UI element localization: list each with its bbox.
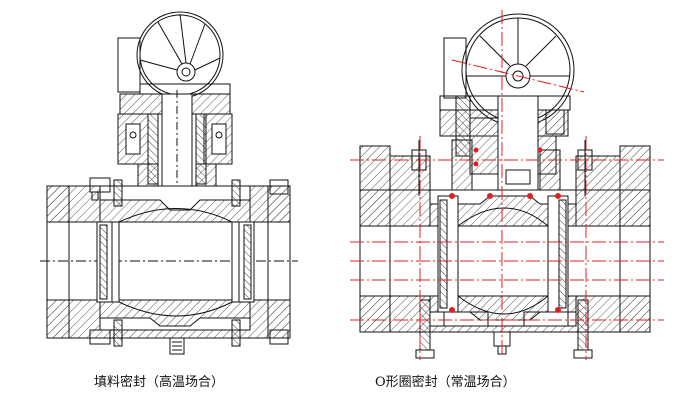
o-ring-seal-valve-drawing	[359, 13, 651, 359]
handwheel-icon	[136, 11, 224, 99]
packing-seal-caption: 填料密封（高温场合）	[94, 375, 225, 390]
packing-seal-valve-drawing	[40, 11, 298, 355]
centerlines	[350, 10, 664, 360]
o-ring-seal-caption: O形圈密封（常温场合）	[375, 375, 516, 390]
